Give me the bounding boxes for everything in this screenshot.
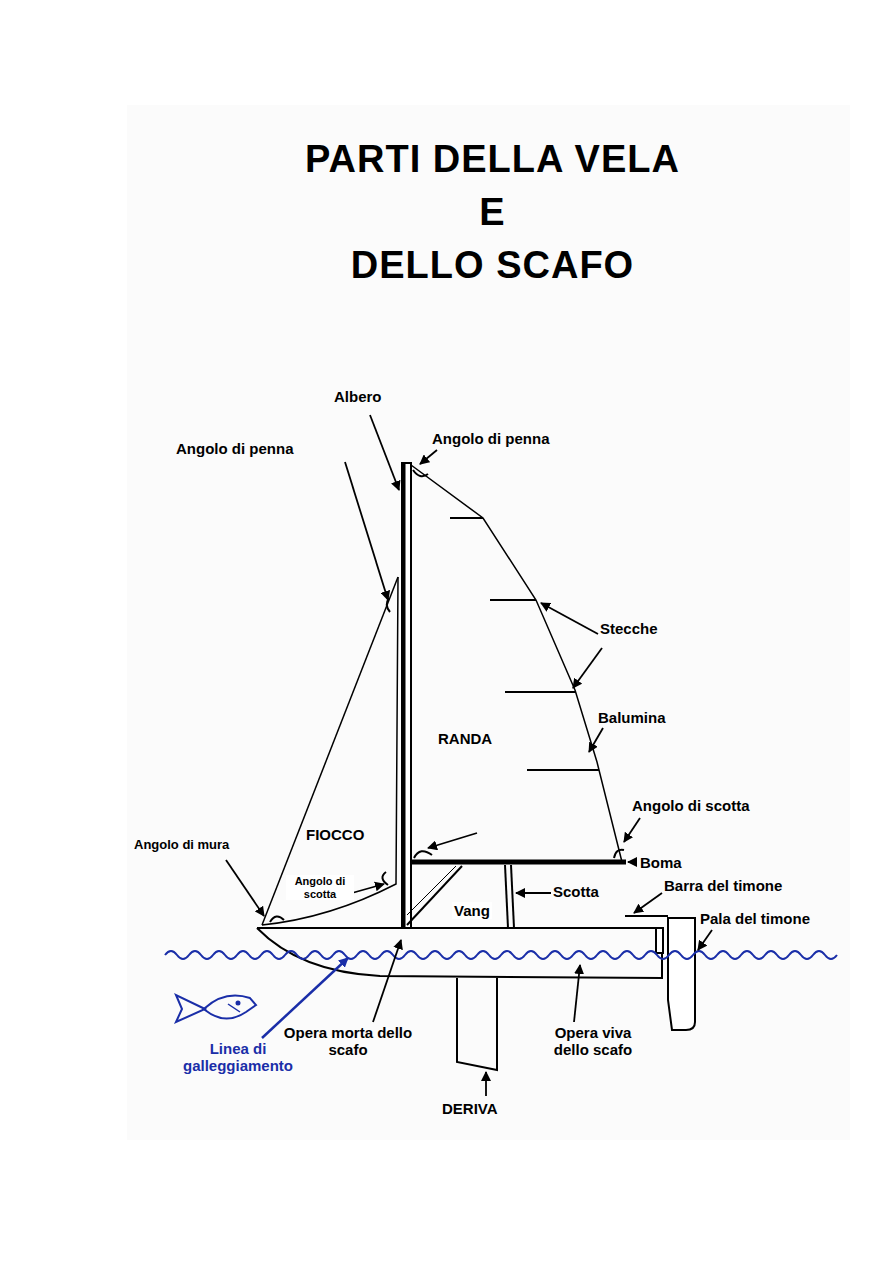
part-label: Albero — [334, 388, 382, 405]
part-label: Angolo di mura — [134, 838, 229, 853]
part-label: FIOCCO — [306, 826, 364, 843]
part-label: RANDA — [438, 730, 492, 747]
part-label: Barra del timone — [664, 877, 782, 894]
part-label: Angolo di scotta — [632, 797, 750, 814]
part-label: Opera viva dello scafo — [538, 1024, 648, 1059]
part-label: Balumina — [598, 709, 666, 726]
part-label: Linea di galleggiamento — [168, 1040, 308, 1075]
part-label: Angolo di penna — [176, 440, 294, 457]
part-label: Stecche — [600, 620, 658, 637]
part-label: Angolo di scotta — [286, 875, 354, 900]
part-label: Pala del timone — [700, 910, 810, 927]
fish-doodle — [176, 995, 256, 1022]
part-label: DERIVA — [442, 1100, 498, 1117]
boat-drawing — [257, 463, 695, 1070]
part-label: Vang — [452, 902, 492, 919]
page-ground — [127, 105, 850, 1140]
leader-lines — [226, 415, 712, 1096]
part-label: Scotta — [553, 883, 599, 900]
waterline — [165, 951, 837, 959]
diagram-title: PARTI DELLA VELA E DELLO SCAFO — [180, 133, 805, 292]
part-label: Boma — [640, 854, 682, 871]
part-label: Opera morta dello scafo — [282, 1024, 414, 1059]
part-label: Angolo di penna — [432, 430, 550, 447]
